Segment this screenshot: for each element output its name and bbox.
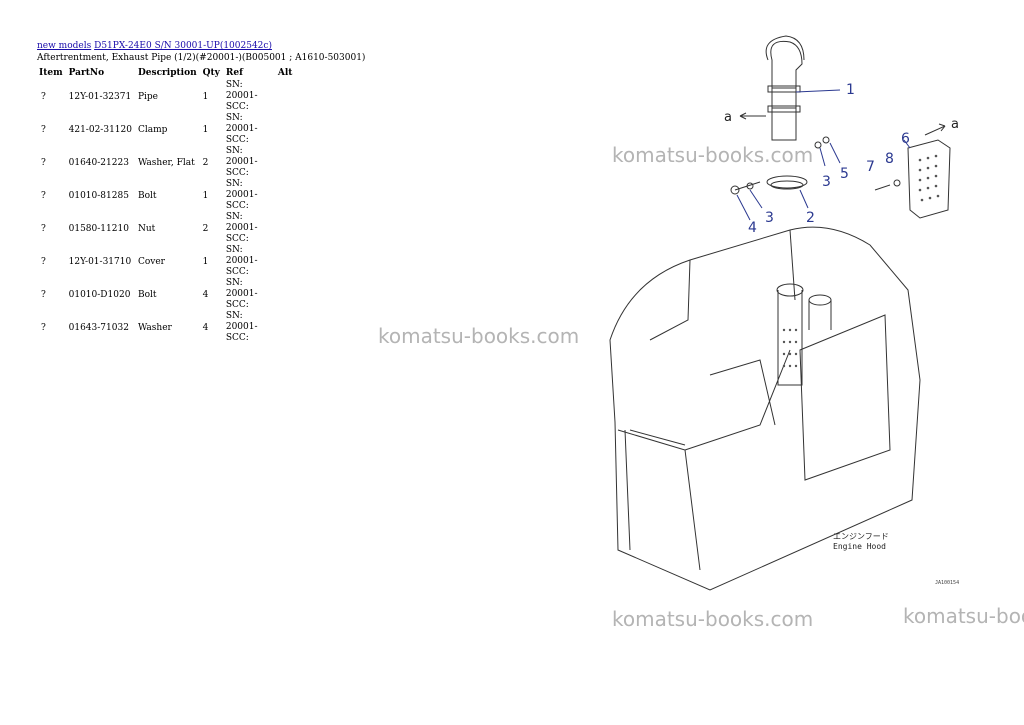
description-cell: Bolt bbox=[137, 289, 157, 300]
breadcrumb-new-models-link[interactable]: new models bbox=[37, 41, 92, 51]
watermark: komatsu-books.com bbox=[612, 143, 814, 167]
ref-cell: SN: 20001-SCC: bbox=[225, 113, 258, 145]
qty-cell: 4 bbox=[202, 289, 209, 300]
page-header: new models D51PX-24E0 S/N 30001-UP(10025… bbox=[37, 40, 365, 64]
table-row: ? 01010-D1020 Bolt 4 SN: 20001-SCC: bbox=[36, 278, 295, 311]
callout-5: 5 bbox=[840, 166, 849, 182]
alt-cell bbox=[275, 245, 296, 278]
partno-cell: 12Y-01-31710 bbox=[68, 256, 132, 267]
item-cell: ? bbox=[41, 289, 46, 300]
watermark: komatsu-books.com bbox=[903, 604, 1024, 628]
partno-cell: 01643-71032 bbox=[68, 322, 129, 333]
header-description: Description bbox=[137, 68, 197, 78]
breadcrumb: new models D51PX-24E0 S/N 30001-UP(10025… bbox=[37, 40, 365, 52]
qty-cell: 4 bbox=[202, 322, 209, 333]
header-alt: Alt bbox=[277, 68, 293, 78]
table-row: ? 01643-71032 Washer 4 SN: 20001-SCC: bbox=[36, 311, 295, 344]
qty-cell: 1 bbox=[202, 190, 209, 201]
ref-cell: SN: 20001-SCC: bbox=[225, 278, 258, 310]
engine-hood-jp-label: エンジンフード bbox=[833, 532, 889, 541]
alt-cell bbox=[275, 212, 296, 245]
callout-3a: 3 bbox=[822, 174, 831, 190]
parts-table: Item PartNo Description Qty Ref Alt ? 12Y… bbox=[36, 66, 295, 344]
item-cell: ? bbox=[41, 124, 46, 135]
alt-cell bbox=[275, 311, 296, 344]
ref-cell: SN: 20001-SCC: bbox=[225, 146, 258, 178]
qty-cell: 1 bbox=[202, 91, 209, 102]
partno-cell: 01580-11210 bbox=[68, 223, 129, 234]
item-cell: ? bbox=[41, 322, 46, 333]
watermark: komatsu-books.com bbox=[378, 324, 580, 348]
qty-cell: 1 bbox=[202, 124, 209, 135]
exhaust-pipe-diagram: 1 2 3 3 4 5 6 7 8 a a エンジンフード Engine Hoo… bbox=[609, 35, 959, 591]
arrow-label-right: a bbox=[951, 117, 959, 132]
pipe-part bbox=[770, 40, 803, 141]
header-ref: Ref bbox=[225, 68, 243, 78]
alt-cell bbox=[275, 146, 296, 179]
qty-cell: 2 bbox=[202, 157, 209, 168]
alt-cell bbox=[275, 179, 296, 212]
watermark: komatsu-books.com bbox=[612, 607, 814, 631]
alt-cell bbox=[275, 278, 296, 311]
table-row: ? 01580-11210 Nut 2 SN: 20001-SCC: bbox=[36, 212, 295, 245]
callout-4: 4 bbox=[748, 220, 757, 236]
partno-cell: 01010-D1020 bbox=[68, 289, 131, 300]
table-row: ? 01640-21223 Washer, Flat 2 SN: 20001-SCC: bbox=[36, 146, 295, 179]
breadcrumb-model-link[interactable]: D51PX-24E0 S/N 30001-UP(1002542c) bbox=[94, 41, 272, 51]
item-cell: ? bbox=[41, 157, 46, 168]
alt-cell bbox=[275, 80, 296, 113]
item-cell: ? bbox=[41, 91, 46, 102]
item-cell: ? bbox=[41, 190, 46, 201]
partno-cell: 12Y-01-32371 bbox=[68, 91, 132, 102]
stack-perforations bbox=[782, 328, 798, 368]
item-cell: ? bbox=[41, 256, 46, 267]
qty-cell: 1 bbox=[202, 256, 209, 267]
drawing-code: JA100154 bbox=[935, 580, 959, 586]
table-header-row: Item PartNo Description Qty Ref Alt bbox=[36, 66, 295, 80]
page-subtitle: Aftertrentment, Exhaust Pipe (1/2)(#2000… bbox=[37, 53, 366, 63]
partno-cell: 01640-21223 bbox=[68, 157, 129, 168]
callout-2: 2 bbox=[806, 210, 815, 226]
callout-1: 1 bbox=[846, 82, 855, 98]
cover-perforations bbox=[918, 154, 940, 202]
partno-cell: 421-02-31120 bbox=[68, 124, 132, 135]
ref-cell: SN: 20001-SCC: bbox=[225, 245, 258, 277]
description-cell: Bolt bbox=[137, 190, 157, 201]
header-item: Item bbox=[39, 68, 63, 78]
item-cell: ? bbox=[41, 223, 46, 234]
description-cell: Clamp bbox=[137, 124, 168, 135]
table-row: ? 12Y-01-32371 Pipe 1 SN: 20001-SCC: bbox=[36, 80, 295, 113]
ref-cell: SN: 20001-SCC: bbox=[225, 212, 258, 244]
callout-7: 7 bbox=[866, 159, 875, 175]
alt-cell bbox=[275, 113, 296, 146]
ref-cell: SN: 20001-SCC: bbox=[225, 311, 258, 343]
description-cell: Cover bbox=[137, 256, 165, 267]
engine-hood-en-label: Engine Hood bbox=[833, 542, 886, 551]
header-qty: Qty bbox=[202, 68, 220, 78]
header-partno: PartNo bbox=[68, 68, 105, 78]
engine-hood-part bbox=[609, 226, 921, 591]
table-row: ? 12Y-01-31710 Cover 1 SN: 20001-SCC: bbox=[36, 245, 295, 278]
description-cell: Pipe bbox=[137, 91, 158, 102]
ref-cell: SN: 20001-SCC: bbox=[225, 179, 258, 211]
description-cell: Washer bbox=[137, 322, 172, 333]
arrow-label-left: a bbox=[724, 110, 732, 125]
description-cell: Washer, Flat bbox=[137, 157, 195, 168]
table-row: ? 421-02-31120 Clamp 1 SN: 20001-SCC: bbox=[36, 113, 295, 146]
cover-part bbox=[907, 139, 951, 219]
partno-cell: 01010-81285 bbox=[68, 190, 129, 201]
description-cell: Nut bbox=[137, 223, 156, 234]
ref-cell: SN: 20001-SCC: bbox=[225, 80, 258, 112]
callout-6: 6 bbox=[901, 131, 910, 147]
table-row: ? 01010-81285 Bolt 1 SN: 20001-SCC: bbox=[36, 179, 295, 212]
callout-3b: 3 bbox=[765, 210, 774, 226]
qty-cell: 2 bbox=[202, 223, 209, 234]
clamp-part bbox=[766, 175, 808, 189]
callout-8: 8 bbox=[885, 151, 894, 167]
